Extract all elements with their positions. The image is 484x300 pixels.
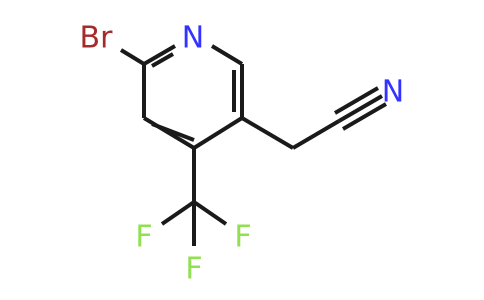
bond-c3-c4 bbox=[142, 116, 196, 150]
bond-cf3-f-left bbox=[160, 200, 196, 226]
atom-fluorine-right: F bbox=[234, 220, 251, 255]
atom-nitrile-nitrogen: N bbox=[382, 75, 404, 110]
bond-c5-ch2 bbox=[240, 116, 295, 150]
bond-c6-n bbox=[210, 44, 244, 66]
bond-cn-triple-3 bbox=[341, 102, 388, 131]
bond-c4-c5 bbox=[192, 116, 244, 150]
bond-c3-c4-inner bbox=[151, 122, 195, 142]
bond-n-c2 bbox=[142, 44, 177, 66]
bond-n-c2-inner bbox=[151, 52, 174, 68]
atom-fluorine-left: F bbox=[135, 220, 152, 255]
bond-cn-triple-1 bbox=[337, 94, 384, 123]
bond-cn-triple-2 bbox=[333, 86, 380, 115]
bond-ch2-cn bbox=[291, 119, 341, 150]
atom-fluorine-bottom: F bbox=[185, 252, 202, 287]
atom-nitrogen-ring: N bbox=[182, 21, 204, 56]
atom-bromine: Br bbox=[80, 21, 114, 56]
bond-c2-br bbox=[119, 48, 146, 66]
bond-cf3-f-right bbox=[192, 200, 228, 226]
